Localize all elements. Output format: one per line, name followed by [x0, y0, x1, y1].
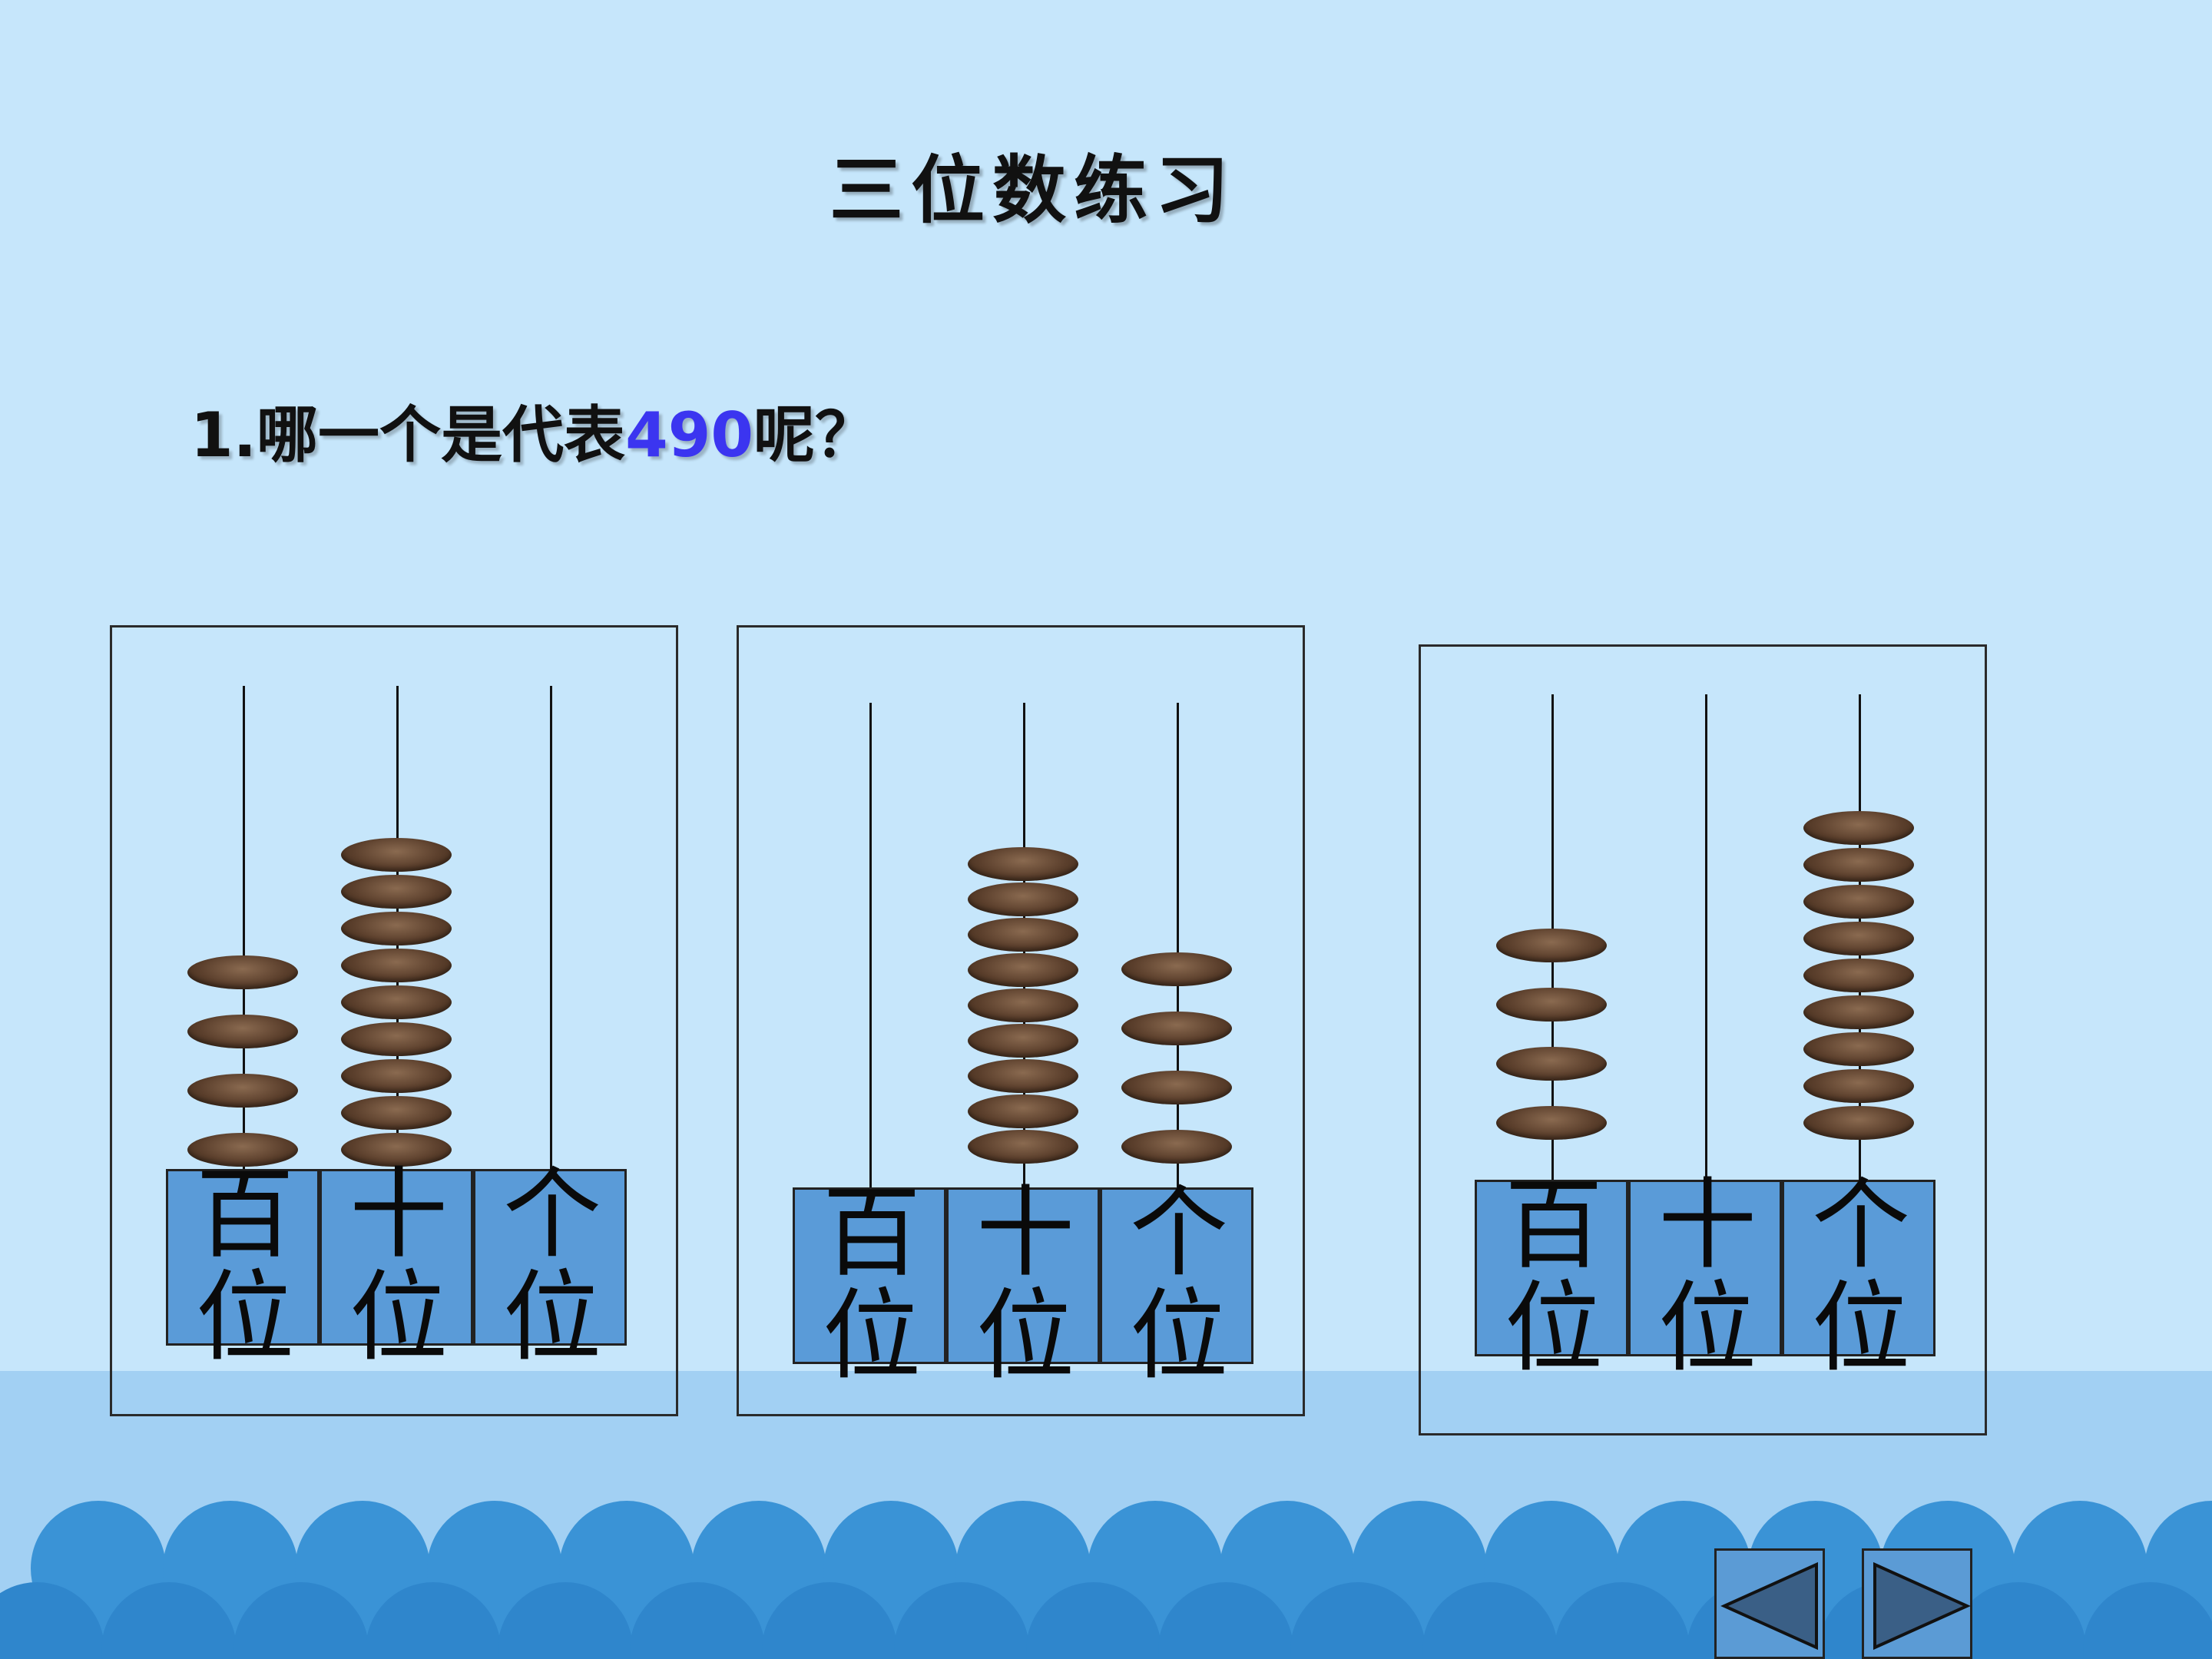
abacus-bead — [1803, 885, 1914, 919]
question-suffix: 呢？ — [753, 399, 877, 471]
place-value-box-tens: 十位 — [320, 1164, 473, 1369]
abacus-rod-ones — [550, 686, 552, 1184]
abacus-bead — [1496, 1106, 1607, 1140]
abacus-bead — [341, 838, 452, 872]
abacus-bead — [968, 953, 1078, 987]
place-value-label: 十位 — [349, 1157, 448, 1375]
place-value-label: 百位 — [195, 1157, 294, 1375]
abacus-bead — [968, 1059, 1078, 1093]
place-value-label: 百位 — [1504, 1168, 1603, 1386]
abacus-option-2[interactable]: 百位十位个位 — [737, 625, 1305, 1416]
abacus-bead — [1803, 1069, 1914, 1103]
abacus-bead — [341, 1059, 452, 1093]
place-value-label: 百位 — [822, 1176, 921, 1393]
slide-title: 三位数练习 — [830, 147, 1237, 233]
abacus-rod-tens — [1705, 694, 1707, 1196]
place-value-box-tens: 十位 — [946, 1182, 1100, 1388]
place-value-box-ones: 个位 — [473, 1164, 627, 1369]
abacus-bead — [968, 988, 1078, 1022]
abacus-bead — [968, 1130, 1078, 1164]
abacus-bead — [968, 1094, 1078, 1128]
place-value-box-hundreds: 百位 — [166, 1164, 320, 1369]
triangle-left-icon — [1720, 1561, 1818, 1651]
place-value-label: 个位 — [1811, 1168, 1910, 1386]
abacus-bead — [1121, 1130, 1232, 1164]
abacus-option-1[interactable]: 百位十位个位 — [110, 625, 678, 1416]
abacus-bead — [968, 882, 1078, 916]
abacus-bead — [341, 985, 452, 1019]
abacus-bead — [1496, 1047, 1607, 1081]
wave-decoration — [0, 1490, 2212, 1659]
abacus-bead — [1803, 848, 1914, 882]
triangle-right-icon — [1873, 1561, 1971, 1651]
place-value-box-ones: 个位 — [1782, 1174, 1936, 1380]
abacus-bead — [1803, 811, 1914, 845]
abacus-bead — [1803, 995, 1914, 1029]
abacus-bead — [341, 912, 452, 945]
abacus-bead — [341, 1096, 452, 1130]
abacus-bead — [341, 1022, 452, 1056]
abacus-bead — [1121, 1012, 1232, 1045]
abacus-bead — [1803, 1032, 1914, 1066]
question-text: 1.哪一个是代表490呢？ — [190, 386, 876, 475]
abacus-bead — [187, 955, 298, 989]
abacus-bead — [968, 1024, 1078, 1058]
abacus-option-3[interactable]: 百位十位个位 — [1419, 644, 1987, 1435]
previous-slide-button[interactable] — [1714, 1548, 1825, 1659]
place-value-box-tens: 十位 — [1628, 1174, 1782, 1380]
question-number: 490 — [625, 399, 754, 471]
abacus-bead — [968, 847, 1078, 881]
question-prefix: 1.哪一个是代表 — [190, 399, 626, 471]
abacus-bead — [968, 918, 1078, 952]
abacus-rod-hundreds — [869, 703, 872, 1204]
abacus-bead — [341, 949, 452, 982]
place-value-label: 十位 — [975, 1176, 1075, 1393]
place-value-box-hundreds: 百位 — [1475, 1174, 1628, 1380]
abacus-bead — [1803, 959, 1914, 992]
abacus-bead — [187, 1133, 298, 1167]
abacus-bead — [1496, 929, 1607, 962]
place-value-label: 十位 — [1657, 1168, 1757, 1386]
abacus-bead — [341, 875, 452, 909]
abacus-rod-hundreds — [243, 686, 245, 1184]
abacus-bead — [1803, 922, 1914, 955]
abacus-bead — [187, 1074, 298, 1108]
abacus-bead — [1121, 1071, 1232, 1104]
place-value-label: 个位 — [1129, 1176, 1228, 1393]
abacus-bead — [1803, 1106, 1914, 1140]
abacus-bead — [341, 1133, 452, 1167]
place-value-box-ones: 个位 — [1100, 1182, 1253, 1388]
abacus-bead — [187, 1015, 298, 1048]
next-slide-button[interactable] — [1862, 1548, 1972, 1659]
place-value-label: 个位 — [502, 1157, 601, 1375]
place-value-box-hundreds: 百位 — [793, 1182, 946, 1388]
abacus-bead — [1121, 952, 1232, 986]
abacus-bead — [1496, 988, 1607, 1022]
